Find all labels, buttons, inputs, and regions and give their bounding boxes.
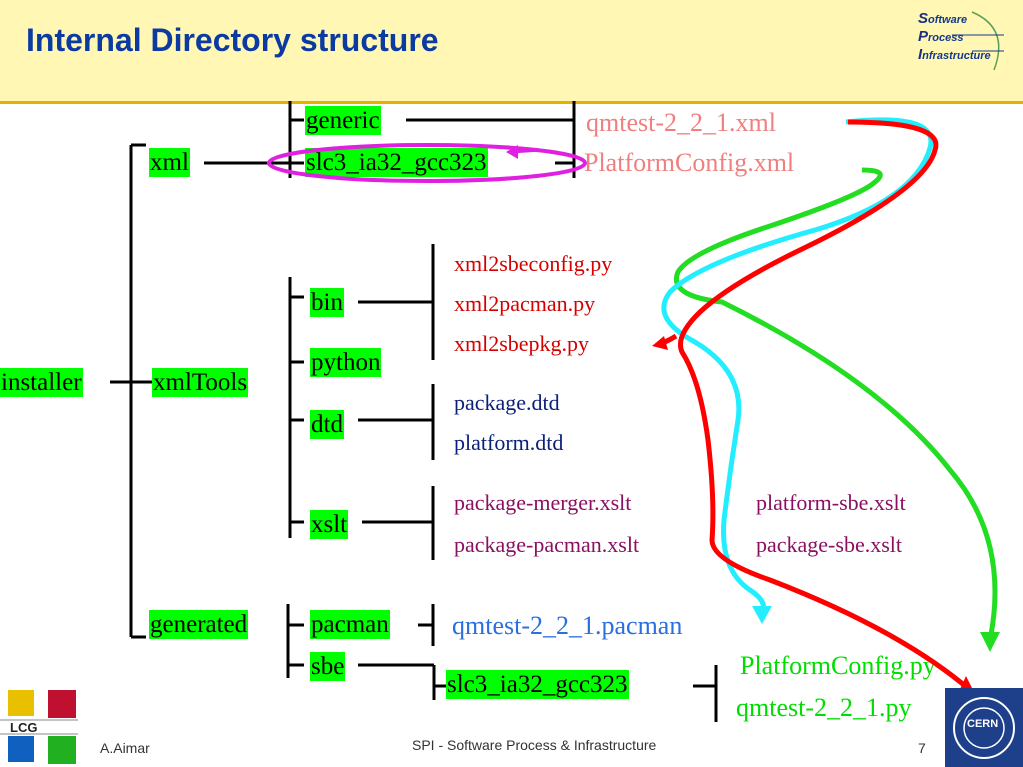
node-xslt: xslt [310,510,349,539]
cern-logo: CERN [945,688,1023,767]
file-xml2sbepkg: xml2sbepkg.py [454,331,590,356]
footer-center: SPI - Software Process & Infrastructure [412,737,657,753]
page-title: Internal Directory structure [26,22,439,58]
node-slc3-xml: slc3_ia32_gcc323 [305,148,488,177]
node-python: python [310,348,382,377]
file-platform-sbe: platform-sbe.xslt [756,490,906,515]
arrow-cyan [661,117,934,614]
arrow-cyan-head-icon [752,606,772,624]
cern-rings-icon [953,697,1015,759]
file-qmtest-py: qmtest-2_2_1.py [736,693,912,722]
arrow-green-head-icon [980,632,1000,652]
file-package-merger: package-merger.xslt [454,490,632,515]
file-package-dtd: package.dtd [454,390,560,415]
file-xml2sbeconfig: xml2sbeconfig.py [454,251,613,276]
page-number: 7 [918,740,926,756]
arrow-green [674,167,998,641]
file-platformconfig-py: PlatformConfig.py [740,651,936,680]
node-generic: generic [305,106,381,135]
spi-logo-swoosh-icon [952,11,1004,71]
lcg-text: LCG [10,720,37,735]
ellipse-arrow-icon [506,145,518,159]
footer-author: A.Aimar [100,740,150,756]
lcg-logo: LCG [0,690,78,764]
node-bin: bin [310,288,344,317]
node-installer: installer [0,368,83,397]
spi-logo: Software Process Infrastructure [912,8,1012,74]
highlight-ellipse [267,143,587,183]
node-pacman: pacman [310,610,390,639]
node-dtd: dtd [310,410,344,439]
node-generated: generated [149,610,249,639]
arrow-red [678,119,972,692]
node-slc3-sbe: slc3_ia32_gcc323 [446,670,629,699]
arrow-red-tail-icon [652,336,668,350]
file-platform-dtd: platform.dtd [454,430,564,455]
file-package-pacman: package-pacman.xslt [454,532,640,557]
file-qmtest-pacman: qmtest-2_2_1.pacman [452,611,683,640]
cern-text: CERN [967,718,999,730]
file-package-sbe: package-sbe.xslt [756,532,902,557]
node-xmltools: xmlTools [152,368,249,397]
file-qmtest-xml: qmtest-2_2_1.xml [586,108,776,137]
file-xml2pacman: xml2pacman.py [454,291,596,316]
file-platformconfig-xml: PlatformConfig.xml [584,148,795,177]
slide-header: Internal Directory structure Software Pr… [0,0,1023,104]
node-xml: xml [149,148,190,177]
node-sbe: sbe [310,652,346,681]
